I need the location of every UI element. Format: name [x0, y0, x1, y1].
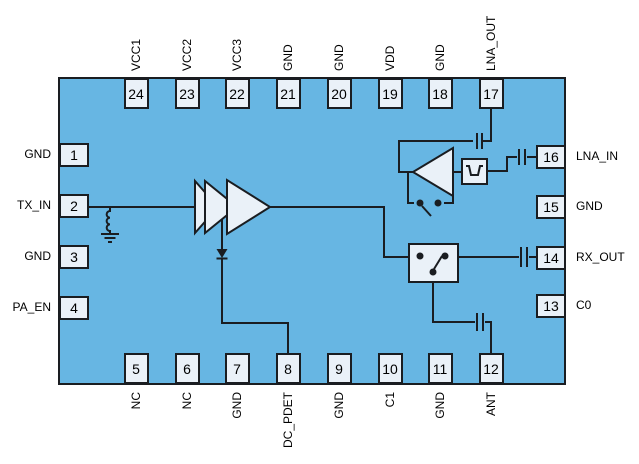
pin-box-4: 4 — [59, 296, 89, 320]
pin-12-label: ANT — [484, 392, 498, 416]
tr-switch-lever — [433, 255, 443, 270]
pin-box-24: 24 — [123, 78, 149, 109]
band-pass-filter-box — [461, 158, 488, 185]
pin-7-label: GND — [230, 392, 244, 419]
ant-wire — [432, 282, 492, 353]
pin-box-13: 13 — [536, 294, 566, 318]
pin-box-10: 10 — [377, 353, 403, 384]
pin-box-1: 1 — [59, 143, 89, 167]
pin-14-label: RX_OUT — [576, 250, 625, 264]
shunt-inductor-icon — [105, 207, 111, 234]
lna-bypass-wire — [407, 172, 454, 204]
chip-body — [58, 77, 566, 385]
pin-17-label: LNA_OUT — [484, 15, 498, 71]
pin-5-label: NC — [129, 392, 143, 410]
pin-19-label: VDD — [383, 45, 397, 71]
pa-out-wire — [270, 206, 409, 258]
pin-1-label: GND — [24, 147, 51, 161]
pin-box-20: 20 — [326, 78, 352, 109]
pin-13-label: C0 — [576, 298, 592, 312]
tr-switch-rx-contact — [441, 252, 449, 260]
rx-out-cap-icon — [520, 247, 528, 267]
pin-18-label: GND — [433, 44, 447, 71]
pin-4-label: PA_EN — [12, 300, 51, 314]
tr-switch-pole-contact — [429, 268, 437, 276]
lna-out-cap-icon — [476, 133, 483, 149]
tr-switch-tx-contact — [416, 252, 424, 260]
pin-box-2: 2 — [59, 194, 89, 218]
pin-box-12: 12 — [478, 353, 504, 384]
pin-2-label: TX_IN — [16, 198, 51, 212]
lna-bypass-contact-right — [434, 199, 442, 207]
ant-cap-icon — [476, 313, 484, 331]
lna-in-cap-icon — [518, 149, 526, 165]
pin-box-23: 23 — [174, 78, 200, 109]
lna-in-wire-b — [487, 156, 536, 172]
pin-8-label: DC_PDET — [281, 392, 295, 449]
lna-icon — [411, 146, 454, 198]
pin-20-label: GND — [332, 44, 346, 71]
pin-16-label: LNA_IN — [576, 149, 619, 163]
pin-box-7: 7 — [224, 353, 250, 384]
pin-10-label: C1 — [383, 392, 397, 408]
pin-box-3: 3 — [59, 245, 89, 269]
pin-23-label: VCC2 — [180, 38, 194, 71]
pin-21-label: GND — [281, 44, 295, 71]
pin-box-6: 6 — [174, 353, 200, 384]
pin-box-16: 16 — [536, 145, 566, 169]
detector-diode-icon — [216, 249, 228, 258]
pin-box-18: 18 — [427, 78, 453, 109]
pin-box-5: 5 — [123, 353, 149, 384]
ground-icon — [101, 233, 119, 243]
band-pass-filter-icon — [466, 165, 483, 176]
pin-box-21: 21 — [275, 78, 301, 109]
pin-box-8: 8 — [275, 353, 301, 384]
pin-box-9: 9 — [326, 353, 352, 384]
lna-bypass-contact-left — [416, 199, 424, 207]
pin-box-19: 19 — [377, 78, 403, 109]
pin-6-label: NC — [180, 392, 194, 410]
pa-stage2-icon — [204, 178, 239, 236]
tr-switch-box — [408, 243, 459, 283]
lna-bypass-lever — [421, 205, 432, 217]
pin-3-label: GND — [24, 249, 51, 263]
lna-out-wire — [398, 109, 492, 173]
pin-9-label: GND — [332, 392, 346, 419]
pin-box-22: 22 — [224, 78, 250, 109]
pa-stage3-icon — [226, 178, 272, 236]
pin-box-14: 14 — [536, 246, 566, 270]
pin-box-17: 17 — [478, 78, 504, 109]
pin-24-label: VCC1 — [129, 38, 143, 71]
detector-diode-wire — [221, 212, 289, 353]
pin-box-15: 15 — [536, 195, 566, 219]
pin-22-label: VCC3 — [230, 38, 244, 71]
pin-11-label: GND — [433, 392, 447, 419]
pin-15-label: GND — [576, 199, 603, 213]
pin-box-11: 11 — [427, 353, 453, 384]
